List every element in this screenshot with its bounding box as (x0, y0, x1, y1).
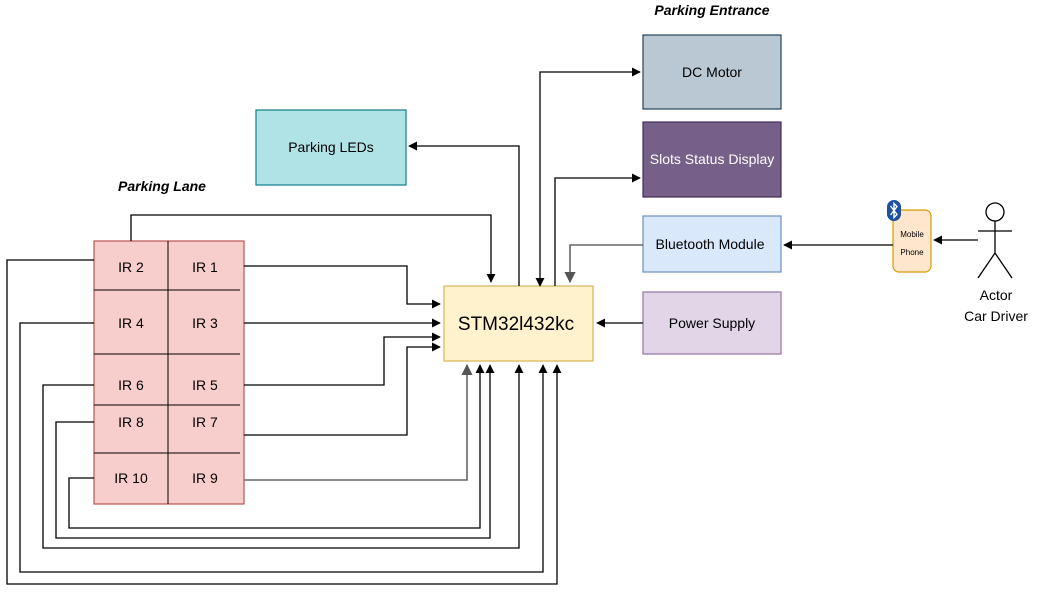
sensor-ir-3: IR 3 (192, 315, 218, 331)
sensor-ir-10: IR 10 (114, 470, 148, 486)
slots-status-display-label: Slots Status Display (650, 151, 775, 167)
sensor-ir-8: IR 8 (118, 414, 144, 430)
sensor-ir-5: IR 5 (192, 377, 218, 393)
dc-motor-label: DC Motor (682, 64, 742, 80)
sensor-ir-9: IR 9 (192, 470, 218, 486)
parking-leds-block (255, 109, 407, 186)
parking-entrance-title: Parking Entrance (654, 2, 769, 18)
bluetooth-icon (887, 200, 901, 221)
parking-leds-label: Parking LEDs (288, 139, 374, 155)
mobile-phone-block (892, 209, 932, 273)
sensor-ir-4: IR 4 (118, 315, 144, 331)
bluetooth-module-block (642, 215, 782, 273)
sensor-ir-2: IR 2 (118, 259, 144, 275)
mobile-phone-label-2: Phone (900, 248, 924, 257)
mobile-phone-label-1: Mobile (900, 230, 924, 239)
dc-motor-block (642, 34, 782, 110)
connection-wires (6, 67, 978, 585)
actor-label-2: Car Driver (964, 308, 1028, 324)
bluetooth-module-label: Bluetooth Module (656, 236, 765, 252)
stm32-controller-label: STM32l432kc (458, 314, 574, 335)
actor-label-1: Actor (980, 287, 1013, 303)
parking-lane-grid (93, 240, 245, 505)
sensor-ir-7: IR 7 (192, 414, 218, 430)
stm32-controller-block (443, 285, 594, 362)
power-supply-label: Power Supply (669, 315, 755, 331)
parking-lane-title: Parking Lane (118, 178, 206, 194)
slots-status-display-block (642, 121, 782, 198)
sensor-ir-1: IR 1 (192, 259, 218, 275)
power-supply-block (642, 291, 782, 355)
stick-figure-icon (977, 202, 1013, 279)
sensor-ir-6: IR 6 (118, 377, 144, 393)
